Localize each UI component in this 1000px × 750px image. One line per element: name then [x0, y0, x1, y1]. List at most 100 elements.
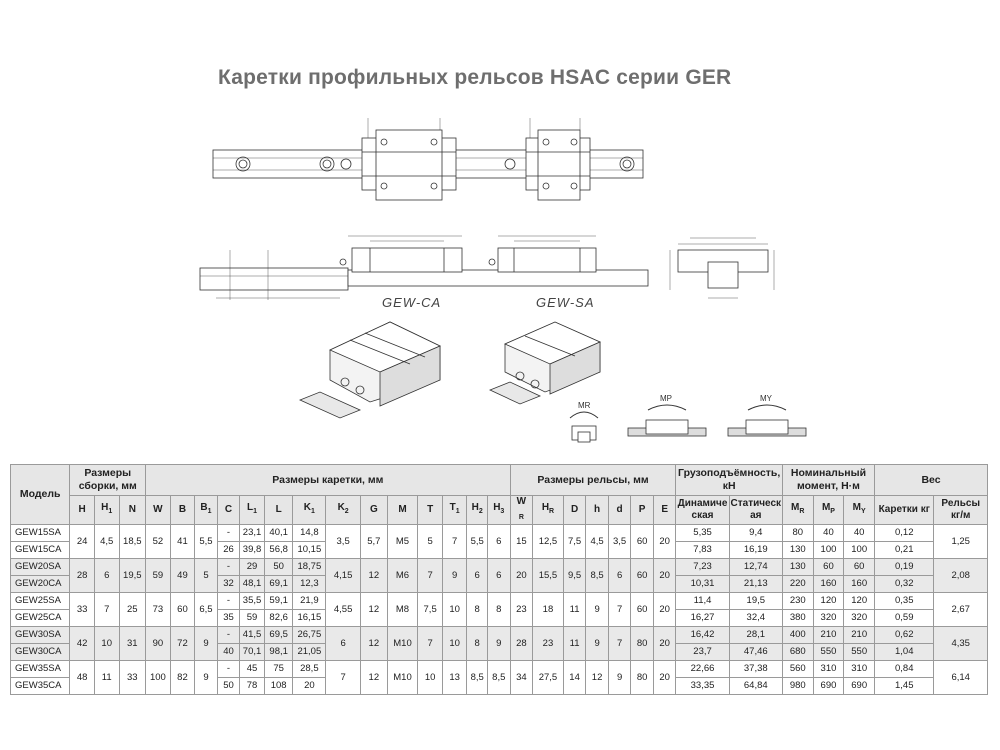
- cell-hr: 15,5: [532, 558, 564, 593]
- cell-h: 24: [69, 524, 95, 559]
- col-h1: H1: [93, 495, 120, 525]
- cell-mp: 690: [812, 677, 845, 695]
- col-carriage-kg: Каретки кг: [874, 495, 935, 525]
- cell-wr: 2,08: [933, 558, 988, 593]
- cell-stat: 28,1: [728, 626, 783, 644]
- cell-b: 41: [169, 524, 196, 559]
- cell-mr: 400: [781, 626, 814, 644]
- cell-mp: 160: [812, 575, 845, 593]
- col-mr: MR: [781, 495, 814, 525]
- cell-model: GEW20CA: [9, 575, 71, 593]
- cell-hr: 27,5: [532, 660, 564, 695]
- cell-c: 35: [216, 609, 241, 627]
- cell-stat: 21,13: [728, 575, 783, 593]
- col-d-small: d: [607, 495, 632, 525]
- cell-l: 98,1: [263, 643, 294, 661]
- cell-stat: 16,19: [728, 541, 783, 559]
- cell-d: 7: [607, 626, 632, 661]
- cell-my: 120: [843, 592, 876, 610]
- cell-model: GEW35CA: [9, 677, 71, 695]
- col-e: E: [652, 495, 677, 525]
- cell-l: 69,1: [263, 575, 294, 593]
- cell-g: 12: [360, 558, 388, 593]
- cell-g: 12: [360, 592, 388, 627]
- assembly-header: Размеры сборки, мм: [69, 464, 147, 496]
- cell-n: 31: [118, 626, 147, 661]
- cell-l1: 48,1: [239, 575, 265, 593]
- model-header: Модель: [9, 464, 71, 525]
- cell-n: 25: [118, 592, 147, 627]
- cell-p: 60: [630, 524, 654, 559]
- rail-header: Размеры рельсы, мм: [509, 464, 677, 496]
- cell-w: 90: [145, 626, 171, 661]
- cell-l1: 39,8: [239, 541, 265, 559]
- cell-h3: 8,5: [486, 660, 511, 695]
- moment-mp-icon: [627, 404, 707, 437]
- cell-mp: 100: [812, 541, 845, 559]
- cell-mp: 310: [812, 660, 845, 678]
- cell-g: 5,7: [360, 524, 388, 559]
- col-l1: L1: [239, 495, 265, 525]
- cell-l1: 59: [239, 609, 265, 627]
- cell-my: 160: [843, 575, 876, 593]
- cell-l1: 41,5: [239, 626, 265, 644]
- cell-h2: 8: [466, 626, 488, 661]
- cell-my: 210: [843, 626, 876, 644]
- cell-b1: 5,5: [194, 524, 218, 559]
- cell-mr: 230: [781, 592, 814, 610]
- cell-wc: 0,19: [874, 558, 935, 576]
- cell-c: -: [216, 592, 241, 610]
- cell-l1: 29: [239, 558, 265, 576]
- gew-sa-label: GEW-SA: [536, 295, 595, 310]
- cell-stat: 47,46: [728, 643, 783, 661]
- cell-wr: 4,35: [933, 626, 988, 661]
- cell-h2: 6: [466, 558, 488, 593]
- end-view-drawing: [669, 237, 775, 299]
- cell-h: 9: [585, 592, 609, 627]
- cell-d: 7,5: [562, 524, 587, 559]
- cell-h1: 7: [93, 592, 120, 627]
- gew-ca-label: GEW-CA: [382, 295, 441, 310]
- cell-hr: 23: [532, 626, 564, 661]
- mp-label: MP: [660, 394, 672, 403]
- cell-c: 26: [216, 541, 241, 559]
- cell-wc: 0,84: [874, 660, 935, 678]
- moment-my-icon: [727, 404, 807, 437]
- cell-h: 33: [69, 592, 95, 627]
- cell-my: 40: [843, 524, 876, 542]
- cell-d: 3,5: [607, 524, 632, 559]
- cell-l: 108: [263, 677, 294, 695]
- cell-b: 60: [169, 592, 196, 627]
- cell-h3: 6: [486, 558, 511, 593]
- cell-wc: 0,32: [874, 575, 935, 593]
- cell-d: 9,5: [562, 558, 587, 593]
- cell-dyn: 16,42: [675, 626, 730, 644]
- cell-h: 9: [585, 626, 609, 661]
- cell-t: 10: [417, 660, 443, 695]
- cell-dyn: 11,4: [675, 592, 730, 610]
- cell-model: GEW30SA: [9, 626, 71, 644]
- cell-t: 7: [417, 626, 443, 661]
- col-hr: HR: [532, 495, 564, 525]
- cell-model: GEW25CA: [9, 609, 71, 627]
- cell-b: 72: [169, 626, 196, 661]
- cell-h: 12: [585, 660, 609, 695]
- carriage-header: Размеры каретки, мм: [145, 464, 511, 496]
- cell-stat: 37,38: [728, 660, 783, 678]
- cell-c: -: [216, 524, 241, 542]
- cell-l: 40,1: [263, 524, 294, 542]
- cell-t1: 10: [441, 626, 468, 661]
- cell-c: -: [216, 660, 241, 678]
- cell-mr: 220: [781, 575, 814, 593]
- cell-mp: 320: [812, 609, 845, 627]
- cell-h3: 9: [486, 626, 511, 661]
- cell-wr: 6,14: [933, 660, 988, 695]
- cell-hr: 18: [532, 592, 564, 627]
- cell-c: 32: [216, 575, 241, 593]
- cell-model: GEW15CA: [9, 541, 71, 559]
- cell-wc: 0,21: [874, 541, 935, 559]
